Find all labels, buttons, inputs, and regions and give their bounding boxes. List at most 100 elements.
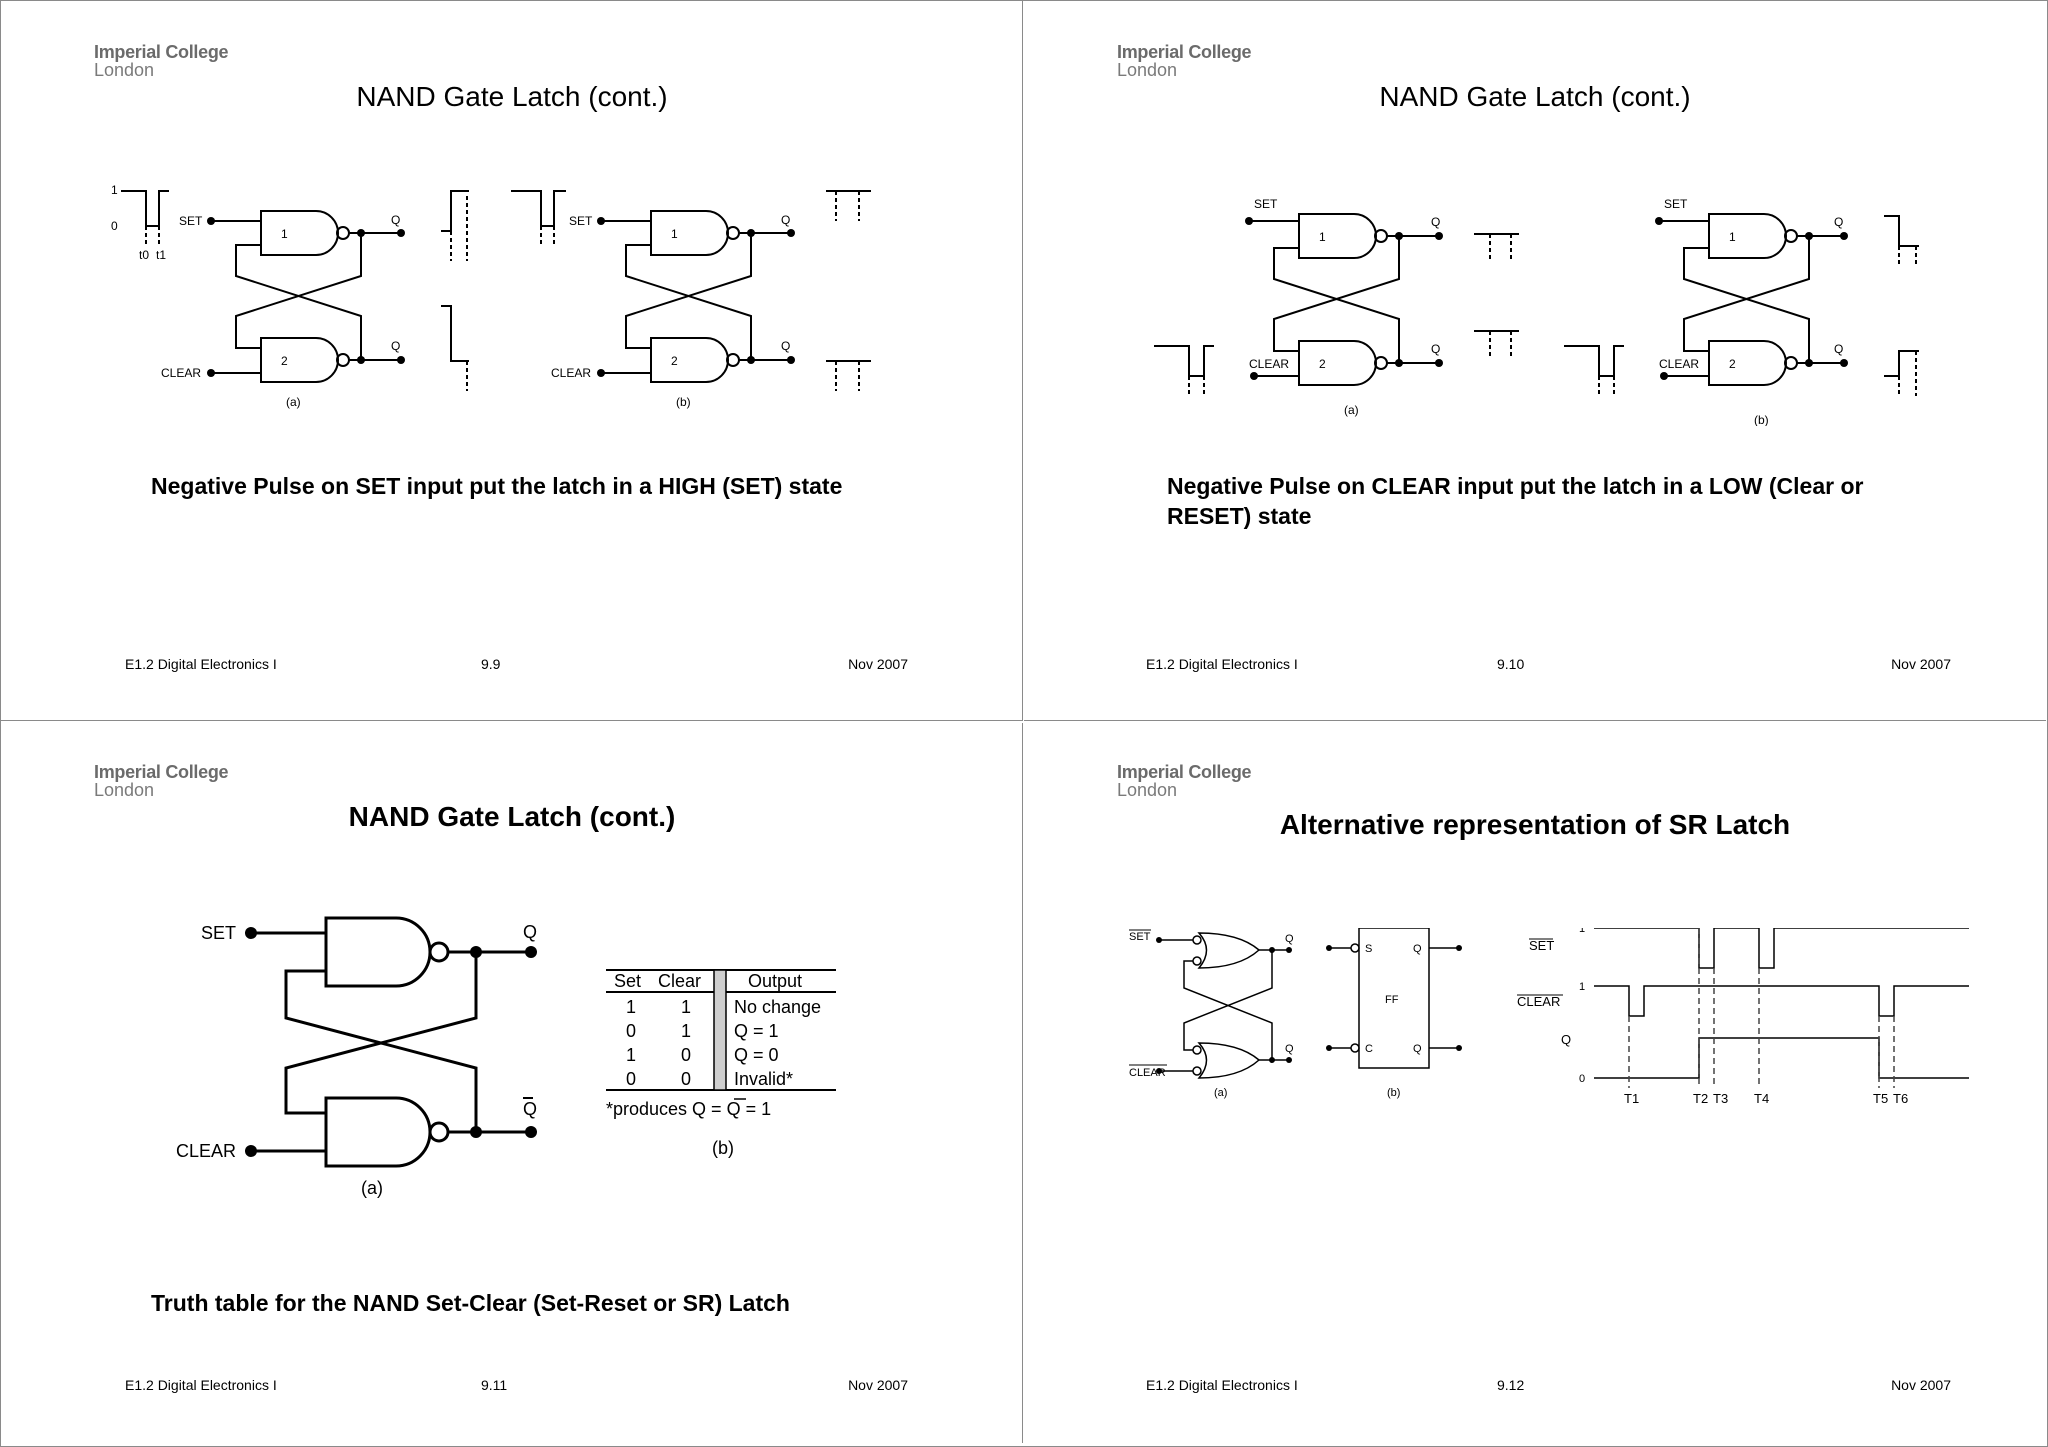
gate-1-label-a: 1 — [281, 227, 288, 241]
q-label: Q — [523, 922, 537, 942]
set-pulse-latch-diagram: SET CLEAR 1 2 Q Q (a) 1 0 t0 t1 SET CLEA… — [111, 183, 871, 409]
cell-set: 1 — [626, 997, 636, 1017]
set-level-1: 1 — [1579, 928, 1585, 935]
level-1-label: 1 — [111, 183, 118, 197]
slide-caption: Negative Pulse on CLEAR input put the la… — [1167, 473, 1864, 529]
ff-s-label: S — [1365, 943, 1372, 955]
qbar-label: Q — [523, 1099, 537, 1119]
clear-label-b: CLEAR — [1659, 357, 1699, 371]
cell-set: 1 — [626, 1045, 636, 1065]
imperial-college-logo: Imperial College London — [94, 763, 229, 800]
slide-title: Alternative representation of SR Latch — [1279, 809, 1791, 840]
t0-label: t0 — [139, 248, 149, 262]
set-label: SET — [201, 923, 236, 943]
truth-table: Set Clear Output 1 1 No change 0 1 Q = 1… — [606, 969, 836, 1158]
qbar-label-b: Q — [1834, 342, 1843, 356]
gate-1-label-b: 1 — [1729, 230, 1736, 244]
clear-label: CLEAR — [176, 1141, 236, 1161]
cell-clear: 1 — [681, 1021, 691, 1041]
sr-latch-alternative-diagram: SET CLEAR Q Q (a) S C Q Q FF (b) 1 SET 1… — [1129, 928, 1969, 1103]
q-label-a: Q — [391, 213, 400, 227]
clear-label-a: CLEAR — [1249, 357, 1289, 371]
cell-clear: 0 — [681, 1069, 691, 1089]
cell-output: Q = 0 — [734, 1045, 779, 1065]
footer-date: Nov 2007 — [1891, 656, 1951, 672]
footer-course: E1.2 Digital Electronics I — [125, 1377, 277, 1393]
caption-b: (b) — [676, 395, 691, 409]
footer-page-number: 9.10 — [1497, 656, 1525, 672]
timing-mark: T3 — [1713, 1091, 1728, 1103]
q-label-a: Q — [1285, 933, 1294, 945]
q-label-b: Q — [781, 213, 790, 227]
caption-b: (b) — [1387, 1087, 1400, 1099]
clear-label-a: CLEAR — [1129, 1067, 1166, 1079]
slide-9-10: Imperial College London NAND Gate Latch … — [1024, 1, 2046, 721]
footer-page-number: 9.12 — [1497, 1377, 1525, 1393]
footer-course: E1.2 Digital Electronics I — [125, 656, 277, 672]
caption-a: (a) — [1344, 403, 1359, 417]
set-label-b: SET — [569, 214, 593, 228]
qbar-label-a: Q — [1285, 1043, 1294, 1055]
cell-clear: 1 — [681, 997, 691, 1017]
clear-timing-label: CLEAR — [1517, 994, 1560, 1009]
footer-date: Nov 2007 — [848, 1377, 908, 1393]
gate-2-label-a: 2 — [281, 354, 288, 368]
logo-line-2: London — [94, 60, 155, 80]
qbar-label-a: Q — [391, 339, 400, 353]
footer-date: Nov 2007 — [848, 656, 908, 672]
timing-mark: T6 — [1893, 1091, 1908, 1103]
nand-latch-circuit: SET CLEAR Q Q (a) — [176, 916, 537, 1198]
caption-b: (b) — [1754, 413, 1769, 426]
th-clear: Clear — [658, 971, 701, 991]
gate-2-label-b: 2 — [671, 354, 678, 368]
logo-line-1: Imperial College — [1117, 762, 1252, 782]
slide-caption: Negative Pulse on SET input put the latc… — [151, 473, 843, 499]
logo-line-2: London — [94, 780, 155, 800]
clear-level-1: 1 — [1579, 981, 1585, 993]
slide-9-9: Imperial College London NAND Gate Latch … — [1, 1, 1023, 721]
caption-a: (a) — [1214, 1087, 1227, 1099]
set-label-a: SET — [179, 214, 203, 228]
cell-output: Invalid* — [734, 1069, 793, 1089]
ff-q-label: Q — [1413, 943, 1422, 955]
th-set: Set — [614, 971, 641, 991]
footer-page-number: 9.9 — [481, 656, 501, 672]
logo-line-2: London — [1117, 60, 1178, 80]
qbar-label-b: Q — [781, 339, 790, 353]
timing-mark: T5 — [1873, 1091, 1888, 1103]
slide-caption: Truth table for the NAND Set-Clear (Set-… — [151, 1290, 790, 1316]
cell-set: 0 — [626, 1069, 636, 1089]
caption-b: (b) — [712, 1138, 734, 1158]
q-level-0: 0 — [1579, 1073, 1585, 1085]
footer-course: E1.2 Digital Electronics I — [1146, 656, 1298, 672]
ff-label: FF — [1385, 994, 1399, 1006]
slide-title: NAND Gate Latch (cont.) — [1379, 81, 1691, 112]
q-label-a: Q — [1431, 215, 1440, 229]
footer-course: E1.2 Digital Electronics I — [1146, 1377, 1298, 1393]
gate-1-label-a: 1 — [1319, 230, 1326, 244]
cell-clear: 0 — [681, 1045, 691, 1065]
th-output: Output — [748, 971, 802, 991]
clear-label-b: CLEAR — [551, 366, 591, 380]
gate-1-label-b: 1 — [671, 227, 678, 241]
set-timing-label: SET — [1529, 938, 1554, 953]
timing-mark: T1 — [1624, 1091, 1639, 1103]
imperial-college-logo: Imperial College London — [1117, 762, 1252, 799]
slide-title: NAND Gate Latch (cont.) — [356, 81, 668, 112]
footer-page-number: 9.11 — [481, 1377, 508, 1393]
slide-9-11: Imperial College London NAND Gate Latch … — [1, 723, 1023, 1443]
slide-title: NAND Gate Latch (cont.) — [348, 801, 676, 832]
timing-mark: T4 — [1754, 1091, 1769, 1103]
slide-9-12: Imperial College London Alternative repr… — [1024, 723, 2046, 1443]
ff-qbar-label: Q — [1413, 1043, 1422, 1055]
level-0-label: 0 — [111, 219, 118, 233]
clear-pulse-latch-diagram: SET CLEAR 1 2 Q Q (a) SET CLEAR 1 2 Q Q … — [1154, 197, 1919, 426]
cell-set: 0 — [626, 1021, 636, 1041]
imperial-college-logo: Imperial College London — [1117, 43, 1252, 80]
set-label-a: SET — [1129, 931, 1151, 943]
caption-a: (a) — [286, 395, 301, 409]
truth-table-note: *produces Q = Q = 1 — [606, 1099, 771, 1119]
gate-2-label-b: 2 — [1729, 357, 1736, 371]
truth-table-figure: Set Clear Output 1 1 No change 0 1 Q = 1… — [606, 968, 841, 1163]
ff-c-label: C — [1365, 1043, 1373, 1055]
